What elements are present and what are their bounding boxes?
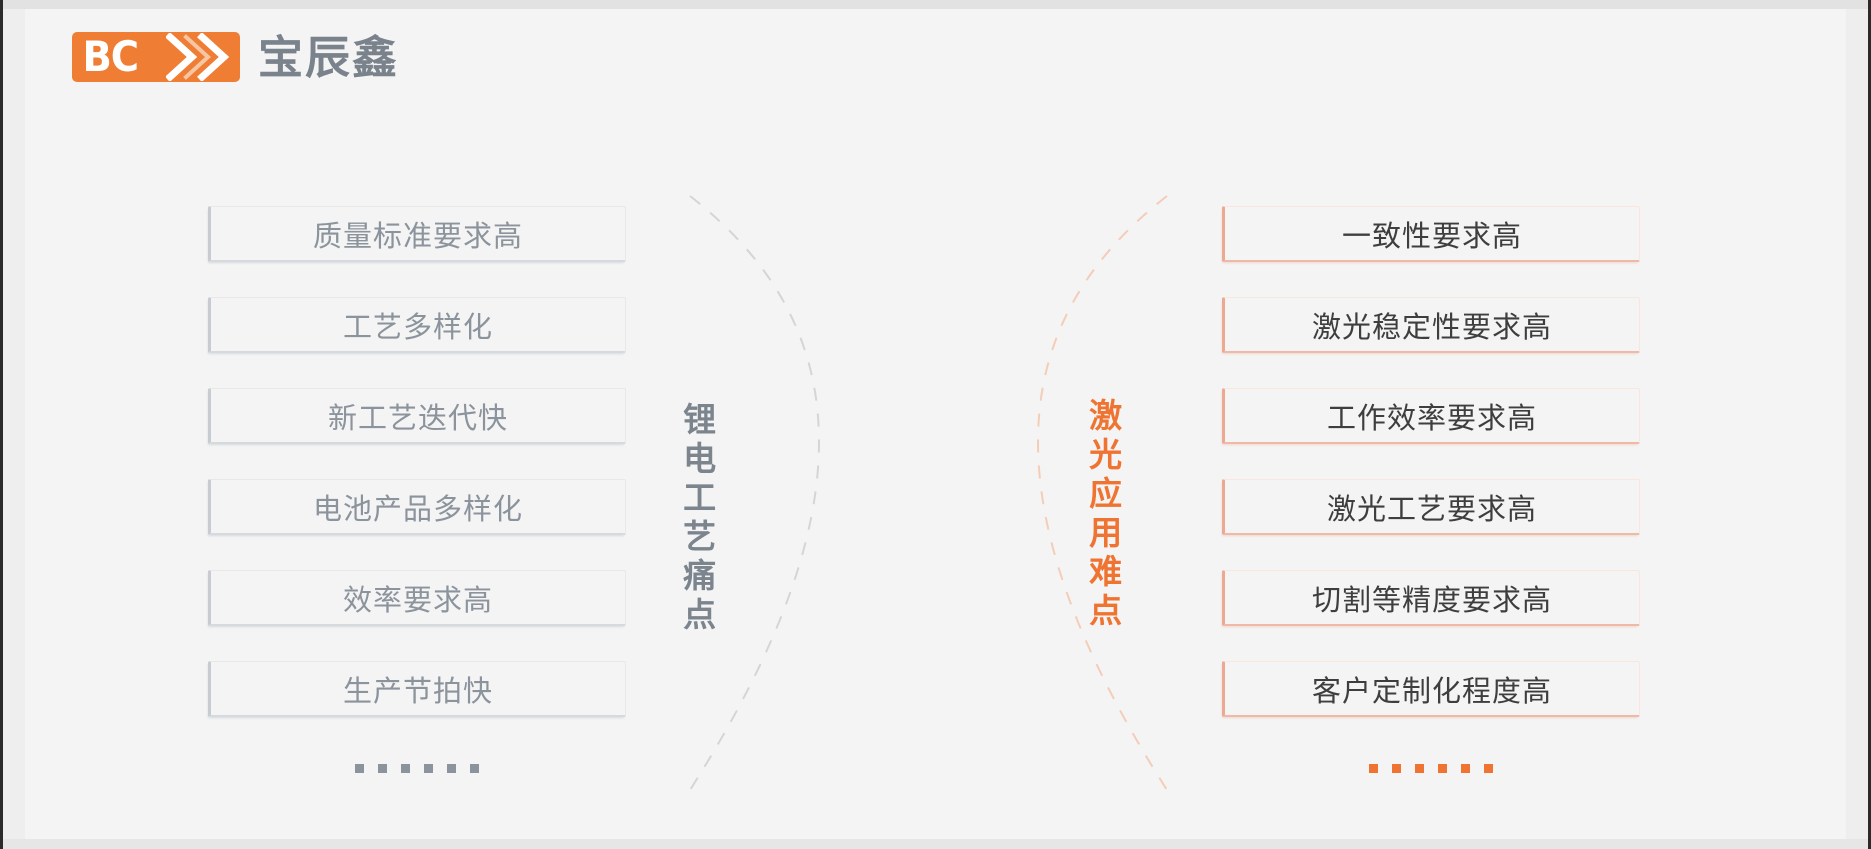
right-ellipsis-dots [1222, 764, 1640, 773]
list-item-label: 电池产品多样化 [312, 493, 523, 526]
list-item-label: 工艺多样化 [342, 311, 493, 344]
list-item[interactable]: 客户定制化程度高 [1222, 661, 1640, 717]
list-item[interactable]: 一致性要求高 [1222, 206, 1640, 262]
ellipsis-dot [1369, 764, 1378, 773]
left-pain-point-list: 质量标准要求高 工艺多样化 新工艺迭代快 电池产品多样化 效率要求高 生产节拍快 [208, 206, 626, 773]
slide-top-edge [0, 0, 1871, 9]
logo-bc-text: BC [82, 32, 139, 81]
left-panel-caption: 锂电工艺痛点 [677, 402, 717, 636]
slide-right-edge [1868, 0, 1871, 849]
list-item[interactable]: 切割等精度要求高 [1222, 570, 1640, 626]
list-item-label: 效率要求高 [342, 584, 493, 617]
list-item-label: 切割等精度要求高 [1311, 584, 1552, 617]
ellipsis-dot [355, 764, 364, 773]
list-item[interactable]: 激光工艺要求高 [1222, 479, 1640, 535]
list-item[interactable]: 工艺多样化 [208, 297, 626, 353]
right-panel-caption: 激光应用难点 [1083, 398, 1123, 632]
list-item-label: 一致性要求高 [1341, 220, 1522, 253]
brand-logo: BC 宝辰鑫 [72, 32, 399, 82]
ellipsis-dot [1461, 764, 1470, 773]
list-item-label: 新工艺迭代快 [327, 402, 508, 435]
list-item[interactable]: 新工艺迭代快 [208, 388, 626, 444]
ellipsis-dot [401, 764, 410, 773]
list-item-label: 激光工艺要求高 [1326, 493, 1537, 526]
logo-badge: BC [72, 32, 240, 82]
slide-left-edge [0, 0, 3, 849]
ellipsis-dot [1438, 764, 1447, 773]
ellipsis-dot [1415, 764, 1424, 773]
list-item-label: 质量标准要求高 [312, 220, 523, 253]
double-chevron-icon [166, 33, 232, 81]
list-item[interactable]: 生产节拍快 [208, 661, 626, 717]
left-ellipsis-dots [208, 764, 626, 773]
list-item[interactable]: 效率要求高 [208, 570, 626, 626]
slide-right-margin [1846, 0, 1868, 849]
ellipsis-dot [424, 764, 433, 773]
list-item[interactable]: 工作效率要求高 [1222, 388, 1640, 444]
ellipsis-dot [1392, 764, 1401, 773]
list-item-label: 激光稳定性要求高 [1311, 311, 1552, 344]
list-item[interactable]: 质量标准要求高 [208, 206, 626, 262]
list-item-label: 工作效率要求高 [1326, 402, 1537, 435]
list-item-label: 生产节拍快 [342, 675, 493, 708]
ellipsis-dot [470, 764, 479, 773]
slide-bottom-edge [0, 839, 1871, 849]
list-item-label: 客户定制化程度高 [1311, 675, 1552, 708]
logo-chinese-name: 宝辰鑫 [258, 30, 400, 84]
list-item[interactable]: 激光稳定性要求高 [1222, 297, 1640, 353]
slide-left-margin [3, 0, 25, 849]
ellipsis-dot [447, 764, 456, 773]
list-item[interactable]: 电池产品多样化 [208, 479, 626, 535]
ellipsis-dot [378, 764, 387, 773]
right-difficulty-list: 一致性要求高 激光稳定性要求高 工作效率要求高 激光工艺要求高 切割等精度要求高… [1222, 206, 1640, 773]
ellipsis-dot [1484, 764, 1493, 773]
